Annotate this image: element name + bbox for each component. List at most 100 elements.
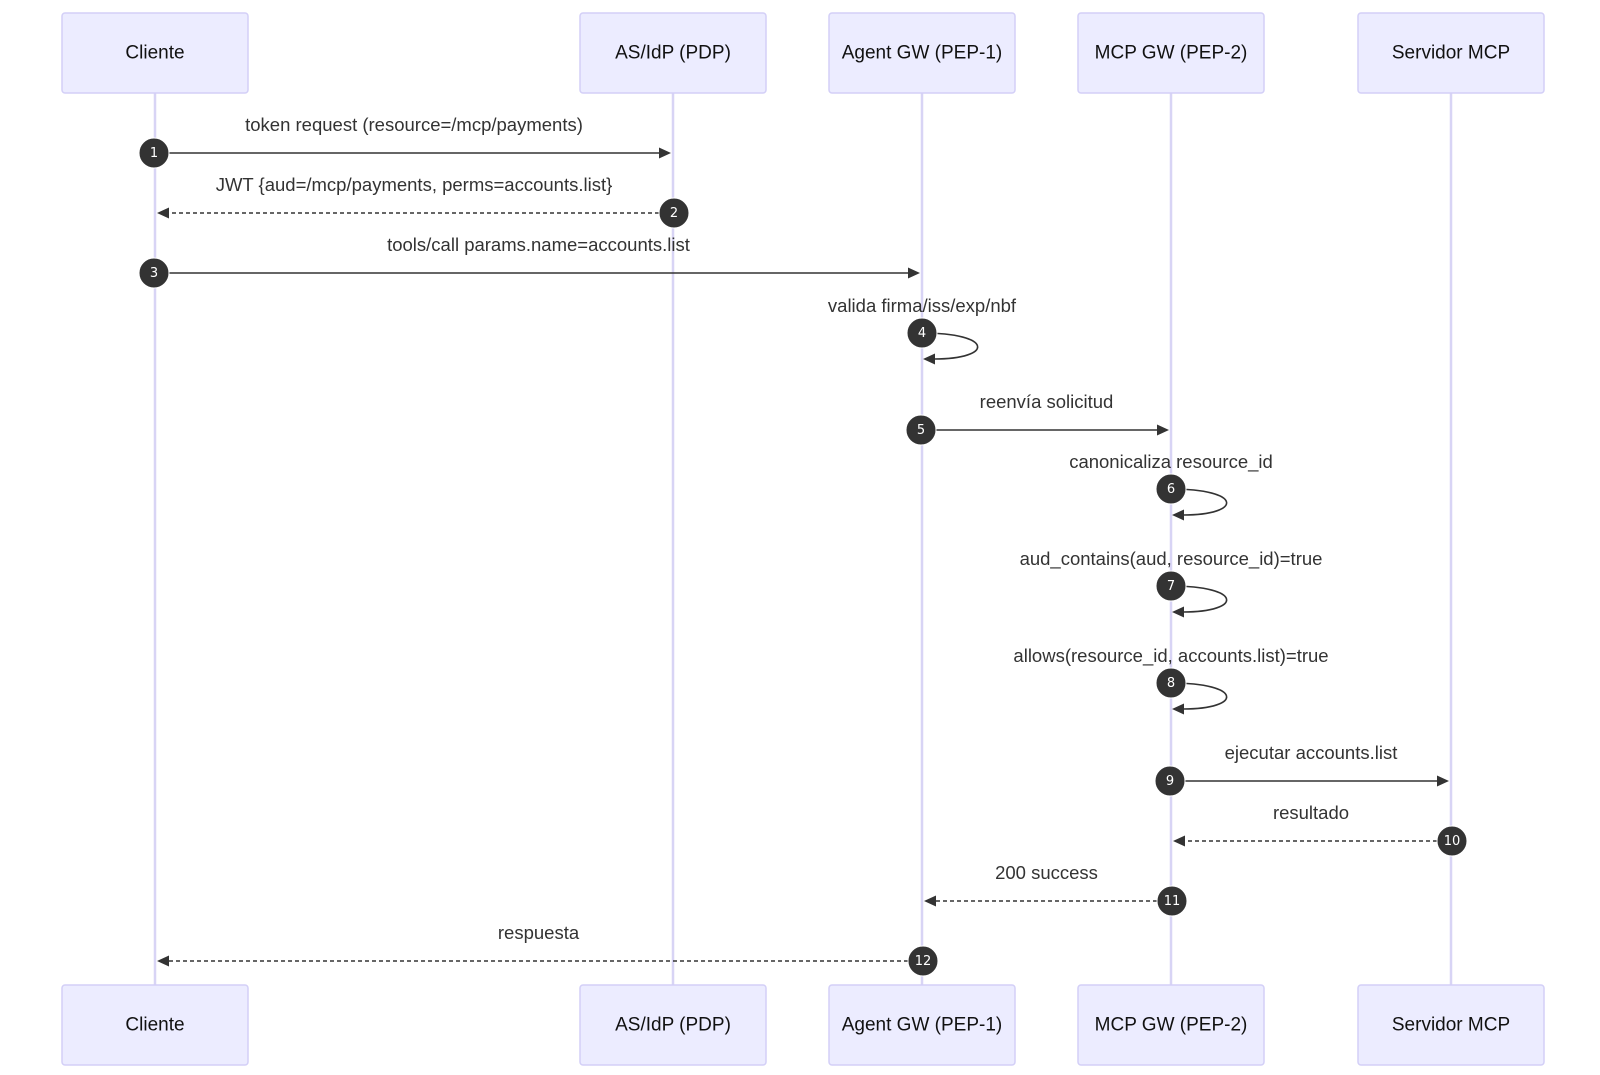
step-badge: 5 (905, 414, 937, 446)
step-badge: 2 (658, 197, 690, 229)
arrowhead (157, 207, 169, 219)
message-3: tools/call params.name=accounts.list 3 (138, 234, 920, 289)
messages: token request (resource=/mcp/payments) 1J… (138, 114, 1468, 977)
participant-label: AS/IdP (PDP) (615, 43, 731, 64)
participant-label: Servidor MCP (1392, 43, 1510, 64)
lifelines (153, 93, 1453, 985)
self-message-loop (1170, 488, 1228, 516)
step-badge-circle (1155, 473, 1187, 505)
participant-srv-bottom: Servidor MCP (1357, 984, 1545, 1066)
step-badge: 1 (138, 137, 170, 169)
participant-as-top: AS/IdP (PDP) (579, 12, 767, 94)
step-number: 5 (917, 423, 925, 438)
participants-bottom: Cliente AS/IdP (PDP) Agent GW (PEP-1) MCP G… (61, 984, 1545, 1066)
participants-top: Cliente AS/IdP (PDP) Agent GW (PEP-1) MCP G… (61, 12, 1545, 94)
message-label: resultado (1273, 802, 1349, 823)
self-message-loop (921, 332, 979, 360)
participant-label: Agent GW (PEP-1) (842, 43, 1003, 64)
arrowhead (1172, 509, 1184, 521)
step-number: 9 (1166, 774, 1174, 789)
message-12: respuesta 12 (157, 922, 939, 977)
participant-cliente-bottom: Cliente (61, 984, 249, 1066)
participant-agw-top: Agent GW (PEP-1) (828, 12, 1016, 94)
participant-mgw-bottom: MCP GW (PEP-2) (1077, 984, 1265, 1066)
step-badge: 10 (1436, 825, 1468, 857)
participant-box (579, 12, 767, 94)
step-badge-circle (907, 945, 939, 977)
participant-label: Cliente (125, 43, 184, 64)
participant-agw-bottom: Agent GW (PEP-1) (828, 984, 1016, 1066)
arrowhead (659, 147, 671, 159)
step-badge-circle (905, 414, 937, 446)
participant-box (1357, 12, 1545, 94)
step-badge: 3 (138, 257, 170, 289)
step-badge-circle (906, 317, 938, 349)
step-number: 4 (918, 326, 926, 341)
message-label: respuesta (498, 922, 580, 943)
participant-box (1077, 12, 1265, 94)
step-badge: 4 (906, 317, 938, 349)
message-8: allows(resource_id, accounts.list)=true 8 (1013, 645, 1329, 715)
step-badge: 6 (1155, 473, 1187, 505)
arrowhead (1173, 835, 1185, 847)
participant-box (61, 12, 249, 94)
message-11: 200 success 11 (924, 862, 1188, 917)
participant-box (1077, 984, 1265, 1066)
message-label: ejecutar accounts.list (1225, 742, 1398, 763)
step-badge-circle (1156, 885, 1188, 917)
participant-label: Cliente (125, 1015, 184, 1036)
message-9: ejecutar accounts.list 9 (1154, 742, 1449, 797)
participant-box (61, 984, 249, 1066)
participant-srv-top: Servidor MCP (1357, 12, 1545, 94)
participant-label: Agent GW (PEP-1) (842, 1015, 1003, 1036)
arrowhead (908, 267, 920, 279)
step-badge-circle (1154, 765, 1186, 797)
participant-box (579, 984, 767, 1066)
message-label: tools/call params.name=accounts.list (387, 234, 690, 255)
message-6: canonicaliza resource_id6 (1069, 451, 1273, 521)
step-number: 3 (150, 266, 158, 281)
step-badge: 7 (1155, 570, 1187, 602)
arrowhead (157, 955, 169, 967)
message-1: token request (resource=/mcp/payments) 1 (138, 114, 671, 169)
arrowhead (924, 895, 936, 907)
participant-box (1357, 984, 1545, 1066)
message-label: allows(resource_id, accounts.list)=true (1013, 645, 1328, 667)
participant-as-bottom: AS/IdP (PDP) (579, 984, 767, 1066)
step-badge-circle (1155, 570, 1187, 602)
participant-mgw-top: MCP GW (PEP-2) (1077, 12, 1265, 94)
step-badge-circle (1155, 667, 1187, 699)
participant-label: AS/IdP (PDP) (615, 1015, 731, 1036)
step-badge: 8 (1155, 667, 1187, 699)
participant-label: MCP GW (PEP-2) (1095, 1015, 1248, 1036)
step-number: 11 (1164, 894, 1181, 909)
participant-label: MCP GW (PEP-2) (1095, 43, 1248, 64)
step-number: 6 (1167, 482, 1175, 497)
step-badge-circle (138, 137, 170, 169)
arrowhead (1172, 703, 1184, 715)
step-badge-circle (1436, 825, 1468, 857)
message-label: valida firma/iss/exp/nbf (828, 295, 1017, 316)
participant-box (828, 984, 1016, 1066)
arrowhead (923, 353, 935, 365)
message-2: JWT {aud=/mcp/payments, perms=accounts.l… (157, 174, 690, 229)
step-badge: 11 (1156, 885, 1188, 917)
step-number: 10 (1444, 834, 1461, 849)
participant-label: Servidor MCP (1392, 1015, 1510, 1036)
message-label: 200 success (995, 862, 1098, 883)
arrowhead (1172, 606, 1184, 618)
step-number: 8 (1167, 676, 1175, 691)
arrowhead (1157, 424, 1169, 436)
message-label: JWT {aud=/mcp/payments, perms=accounts.l… (216, 174, 613, 195)
step-badge: 12 (907, 945, 939, 977)
self-message-loop (1170, 682, 1228, 710)
arrowhead (1437, 775, 1449, 787)
participant-cliente-top: Cliente (61, 12, 249, 94)
self-message-loop (1170, 585, 1228, 613)
message-4: valida firma/iss/exp/nbf 4 (828, 295, 1017, 365)
message-10: resultado 10 (1173, 802, 1468, 857)
message-label: token request (resource=/mcp/payments) (245, 114, 583, 135)
step-number: 1 (150, 146, 158, 161)
